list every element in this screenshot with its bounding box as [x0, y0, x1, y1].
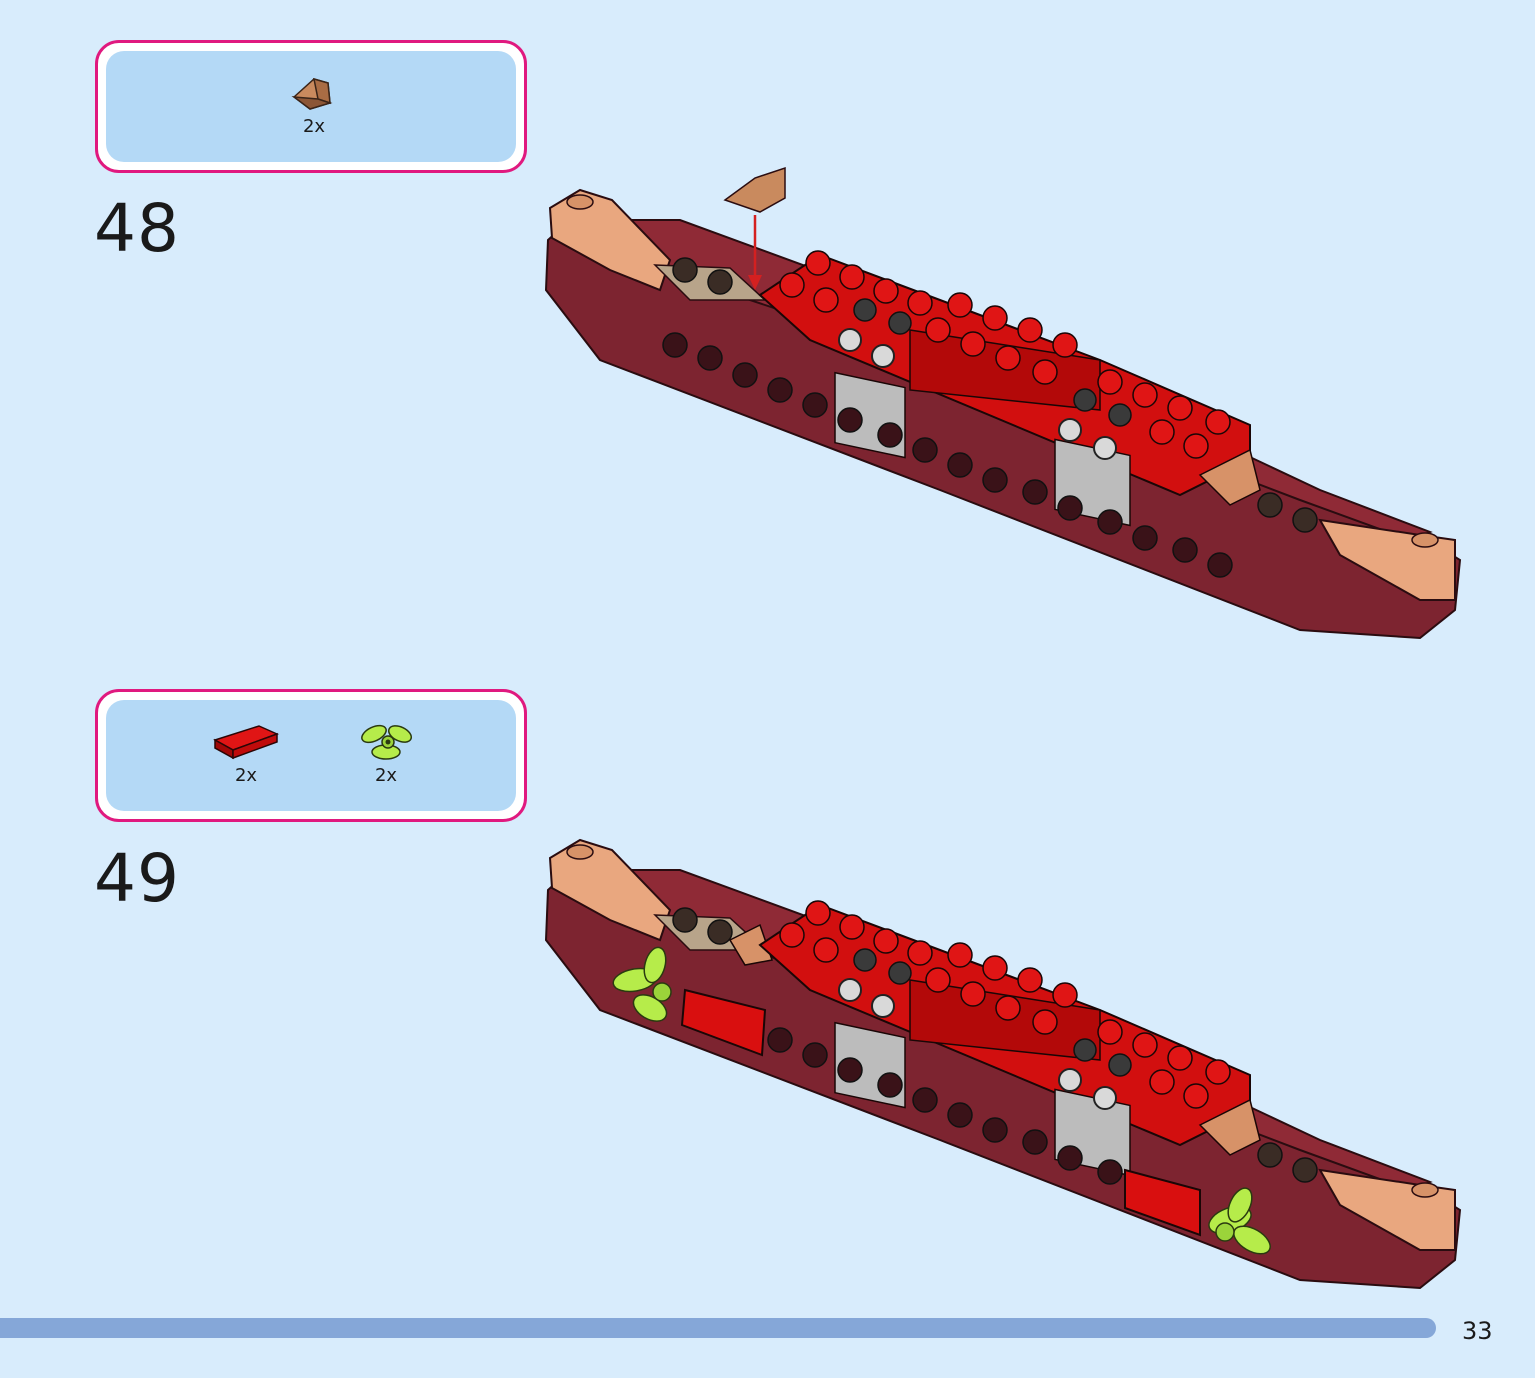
part-red-tile: 2x	[206, 722, 286, 786]
part-leaf-plate: 2x	[351, 720, 421, 786]
model-illustration-step-48	[544, 166, 1462, 640]
part-slope-brick: 2x	[284, 73, 344, 137]
parts-callout-step-48: 2x	[95, 40, 527, 173]
red-tile-back	[1124, 1168, 1201, 1237]
tan-slope-brick-icon	[291, 77, 333, 110]
new-slope-piece	[723, 166, 786, 213]
leaf-plate-front	[612, 946, 672, 1022]
leaf-plate-back	[1208, 1187, 1271, 1255]
parts-callout-inner: 2x	[106, 51, 516, 162]
page-progress-bar	[0, 1318, 1436, 1338]
red-tile-front	[680, 988, 767, 1057]
parts-callout-step-49: 2x 2x	[95, 689, 527, 822]
part-quantity: 2x	[302, 116, 326, 137]
part-quantity: 2x	[374, 765, 398, 786]
parts-callout-inner: 2x 2x	[106, 700, 516, 811]
lime-leaf-plate-icon	[361, 724, 413, 760]
page-number: 33	[1462, 1317, 1493, 1345]
model-illustration-step-49	[544, 838, 1462, 1290]
part-quantity: 2x	[234, 765, 258, 786]
red-tile-icon	[213, 725, 280, 760]
step-number-49: 49	[94, 840, 180, 917]
step-number-48: 48	[94, 190, 180, 267]
